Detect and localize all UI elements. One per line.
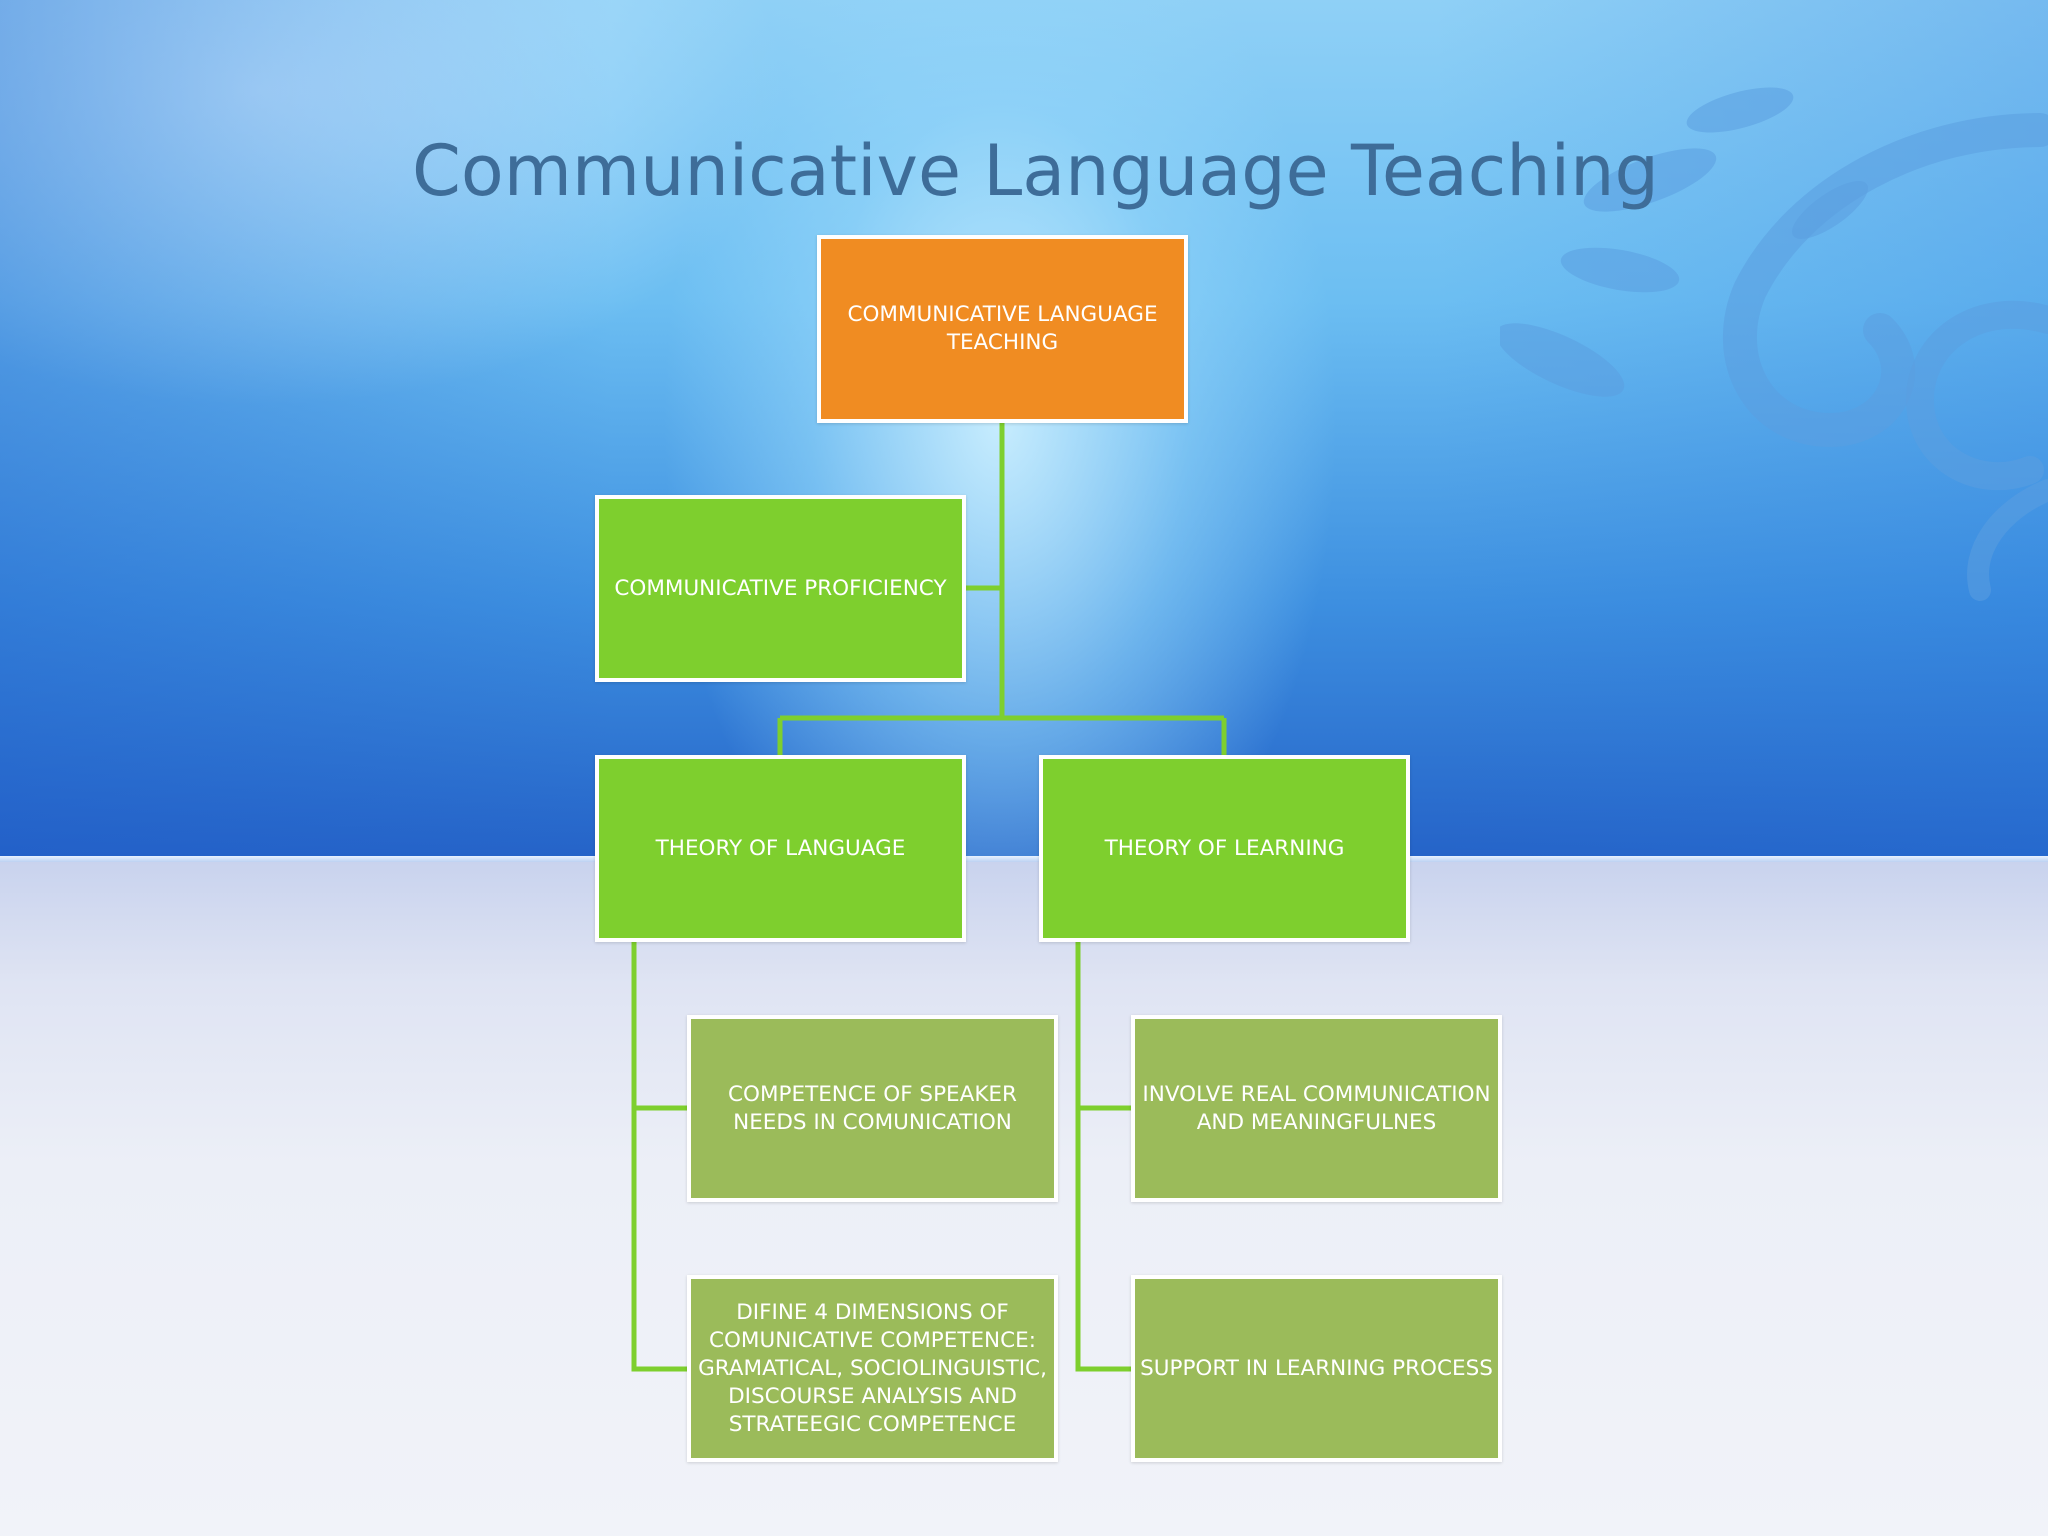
node-support-learning-label: SUPPORT IN LEARNING PROCESS [1140,1355,1493,1381]
node-theory-of-language-label: THEORY OF LANGUAGE [655,835,906,861]
node-communicative-proficiency: COMMUNICATIVE PROFICIENCY [595,495,966,682]
connector-learning-children [1075,940,1134,1372]
node-real-communication: INVOLVE REAL COMMUNICATION AND MEANINGFU… [1131,1015,1502,1202]
node-four-dimensions: DIFINE 4 DIMENSIONS OF COMUNICATIVE COMP… [687,1275,1058,1462]
decorative-swirl [1500,87,2048,601]
node-theory-of-language: THEORY OF LANGUAGE [595,755,966,942]
node-four-dimensions-label: DIFINE 4 DIMENSIONS OF COMUNICATIVE COMP… [698,1299,1047,1437]
node-support-learning: SUPPORT IN LEARNING PROCESS [1131,1275,1502,1462]
node-communicative-proficiency-label: COMMUNICATIVE PROFICIENCY [614,575,947,601]
node-root: COMMUNICATIVE LANGUAGE TEACHING [817,235,1188,423]
background-horizon [0,856,2048,862]
node-theory-of-learning-label: THEORY OF LEARNING [1104,835,1345,861]
background-sky [0,0,2048,860]
node-root-label: COMMUNICATIVE LANGUAGE TEACHING [847,302,1158,355]
node-real-communication-label: INVOLVE REAL COMMUNICATION AND MEANINGFU… [1142,1081,1491,1135]
node-theory-of-learning: THEORY OF LEARNING [1039,755,1410,942]
node-competence-of-speaker: COMPETENCE OF SPEAKER NEEDS IN COMUNICAT… [687,1015,1058,1202]
page-title: Communicative Language Teaching [412,130,1659,212]
node-competence-of-speaker-label: COMPETENCE OF SPEAKER NEEDS IN COMUNICAT… [728,1081,1017,1135]
connector-language-children [631,940,690,1372]
